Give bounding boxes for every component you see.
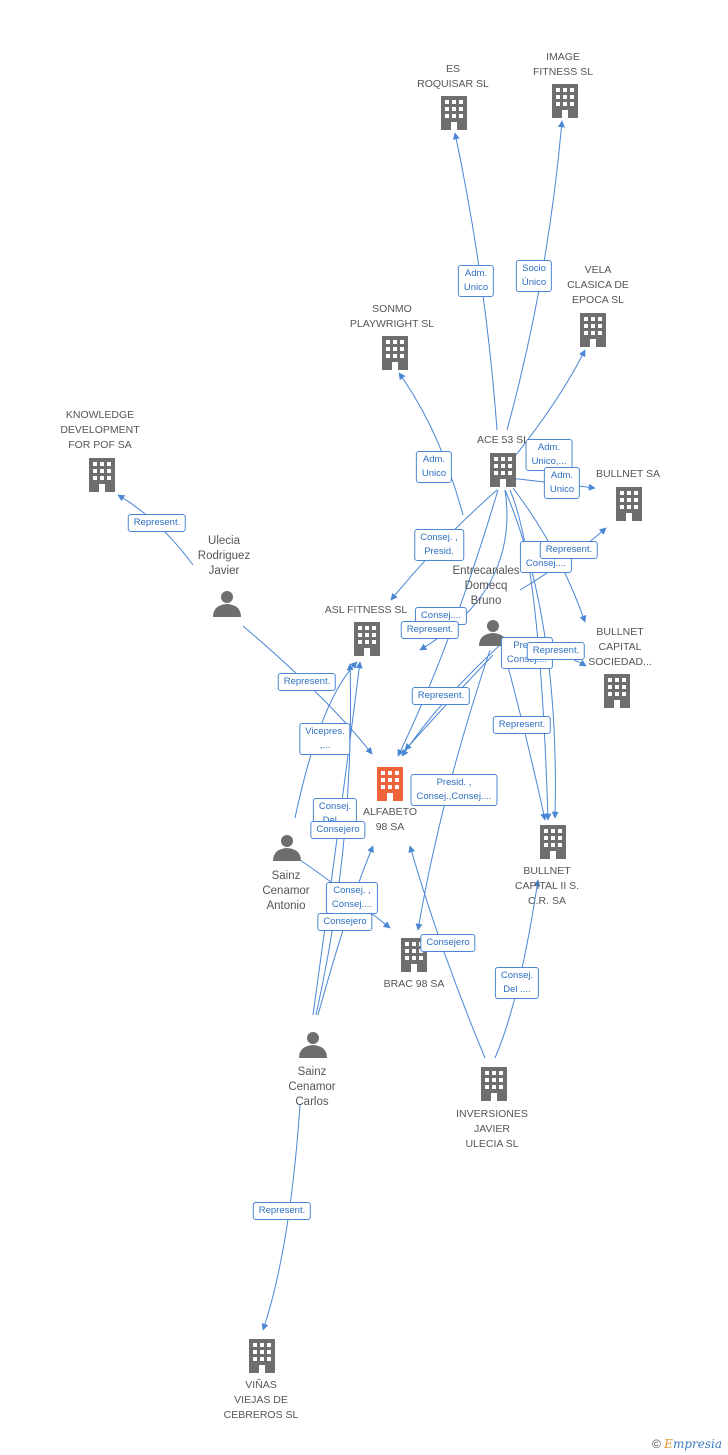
relationship-edge — [511, 349, 586, 461]
node-label-sainz_antonio[interactable]: Sainz Cenamor Antonio — [262, 870, 310, 912]
company-icon-bullnet_capital2[interactable] — [540, 825, 566, 859]
company-icon-knowledge[interactable] — [89, 458, 115, 492]
edge-label-consej_del_2[interactable]: Consej. Del .... — [494, 967, 540, 999]
relationship-edge — [294, 661, 358, 819]
edge-label-consej_presid[interactable]: Consej. , Presid. — [414, 529, 464, 561]
person-icon-ulecia_rodriguez[interactable] — [213, 591, 241, 617]
relationship-edge — [315, 663, 354, 1016]
edge-label-represent_1[interactable]: Represent. — [127, 514, 187, 532]
edge-label-represent_5[interactable]: Represent. — [411, 687, 471, 705]
node-label-vinas[interactable]: VIÑAS VIEJAS DE CEBREROS SL — [223, 1379, 299, 1421]
node-label-asl_fitness[interactable]: ASL FITNESS SL — [324, 604, 408, 616]
node-label-bullnet_capital[interactable]: BULLNET CAPITAL SOCIEDAD... — [588, 626, 652, 668]
company-icon-sonmo[interactable] — [382, 336, 408, 370]
node-label-inversiones[interactable]: INVERSIONES JAVIER ULECIA SL — [456, 1108, 528, 1150]
company-icon-highlight[interactable] — [377, 767, 403, 801]
edge-label-represent_8[interactable]: Represent. — [252, 1202, 312, 1220]
node-label-ulecia_rodriguez[interactable]: Ulecia Rodriguez Javier — [197, 535, 251, 577]
edge-label-represent_7[interactable]: Represent. — [277, 673, 337, 691]
person-icon-sainz_carlos[interactable] — [299, 1032, 327, 1058]
edge-label-represent_6[interactable]: Represent. — [492, 716, 552, 734]
empresia-logo: Empresia — [664, 1437, 722, 1451]
company-icon-image_fitness[interactable] — [552, 84, 578, 118]
relationship-edge — [242, 625, 373, 755]
node-label-image_fitness[interactable]: IMAGE FITNESS SL — [532, 51, 594, 78]
node-label-es_roquisar[interactable]: ES ROQUISAR SL — [417, 63, 489, 90]
node-label-sainz_carlos[interactable]: Sainz Cenamor Carlos — [288, 1066, 336, 1108]
company-icon-vela_clasica[interactable] — [580, 313, 606, 347]
edge-label-vicepres[interactable]: Vicepres. ,... — [299, 723, 351, 755]
company-icon-ace53[interactable] — [490, 453, 516, 487]
edge-label-consejero_1[interactable]: Consejero — [310, 821, 366, 839]
relationship-edge — [509, 489, 552, 821]
edge-label-adm_unico_2[interactable]: Adm. Unico — [415, 451, 453, 483]
edge-label-represent_3[interactable]: Represent. — [400, 621, 460, 639]
company-icon-es_roquisar[interactable] — [441, 96, 467, 130]
edge-label-consejero_2[interactable]: Consejero — [317, 913, 373, 931]
company-icon-bullnet_capital[interactable] — [604, 674, 630, 708]
edge-label-socio_unico[interactable]: Socio Único — [515, 260, 553, 292]
copyright-symbol: © — [651, 1437, 661, 1451]
edge-label-adm_unico_1[interactable]: Adm. Unico — [457, 265, 495, 297]
relationship-edge — [261, 1104, 301, 1331]
node-label-bullnet_sa[interactable]: BULLNET SA — [596, 468, 660, 480]
relationship-edge — [504, 654, 548, 821]
node-label-bullnet_capital2[interactable]: BULLNET CAPITAL II S. C.R. SA — [514, 865, 580, 907]
node-label-knowledge[interactable]: KNOWLEDGE DEVELOPMENT FOR POF SA — [60, 409, 140, 451]
node-label-sonmo[interactable]: SONMO PLAYWRIGHT SL — [349, 303, 435, 330]
node-label-ace53[interactable]: ACE 53 SL — [477, 434, 529, 446]
company-icon-bullnet_sa[interactable] — [616, 487, 642, 521]
company-icon-asl_fitness[interactable] — [354, 622, 380, 656]
person-icon-sainz_antonio[interactable] — [273, 835, 301, 861]
edge-label-presid_consej[interactable]: Presid. , Consej.,Consej.... — [410, 774, 498, 806]
company-icon-vinas[interactable] — [249, 1339, 275, 1373]
node-label-alfabeto[interactable]: ALFABETO 98 SA — [362, 806, 418, 833]
footer-brand: © Empresia — [652, 1437, 722, 1451]
edge-label-adm_unico_4[interactable]: Adm. Unico — [543, 467, 581, 499]
node-label-entrecanales[interactable]: Entrecanales Domecq Bruno — [452, 565, 520, 607]
edge-label-represent_2[interactable]: Represent. — [539, 541, 599, 559]
company-icon-inversiones[interactable] — [481, 1067, 507, 1101]
node-label-brac98[interactable]: BRAC 98 SA — [383, 978, 445, 990]
relationship-edge — [398, 372, 464, 516]
edge-label-consejero_3[interactable]: Consejero — [420, 934, 476, 952]
edge-label-represent_4[interactable]: Represent. — [526, 642, 586, 660]
node-label-vela_clasica[interactable]: VELA CLASICA DE EPOCA SL — [567, 264, 629, 306]
edge-label-consej_consej[interactable]: Consej. , Consej.... — [325, 882, 379, 914]
